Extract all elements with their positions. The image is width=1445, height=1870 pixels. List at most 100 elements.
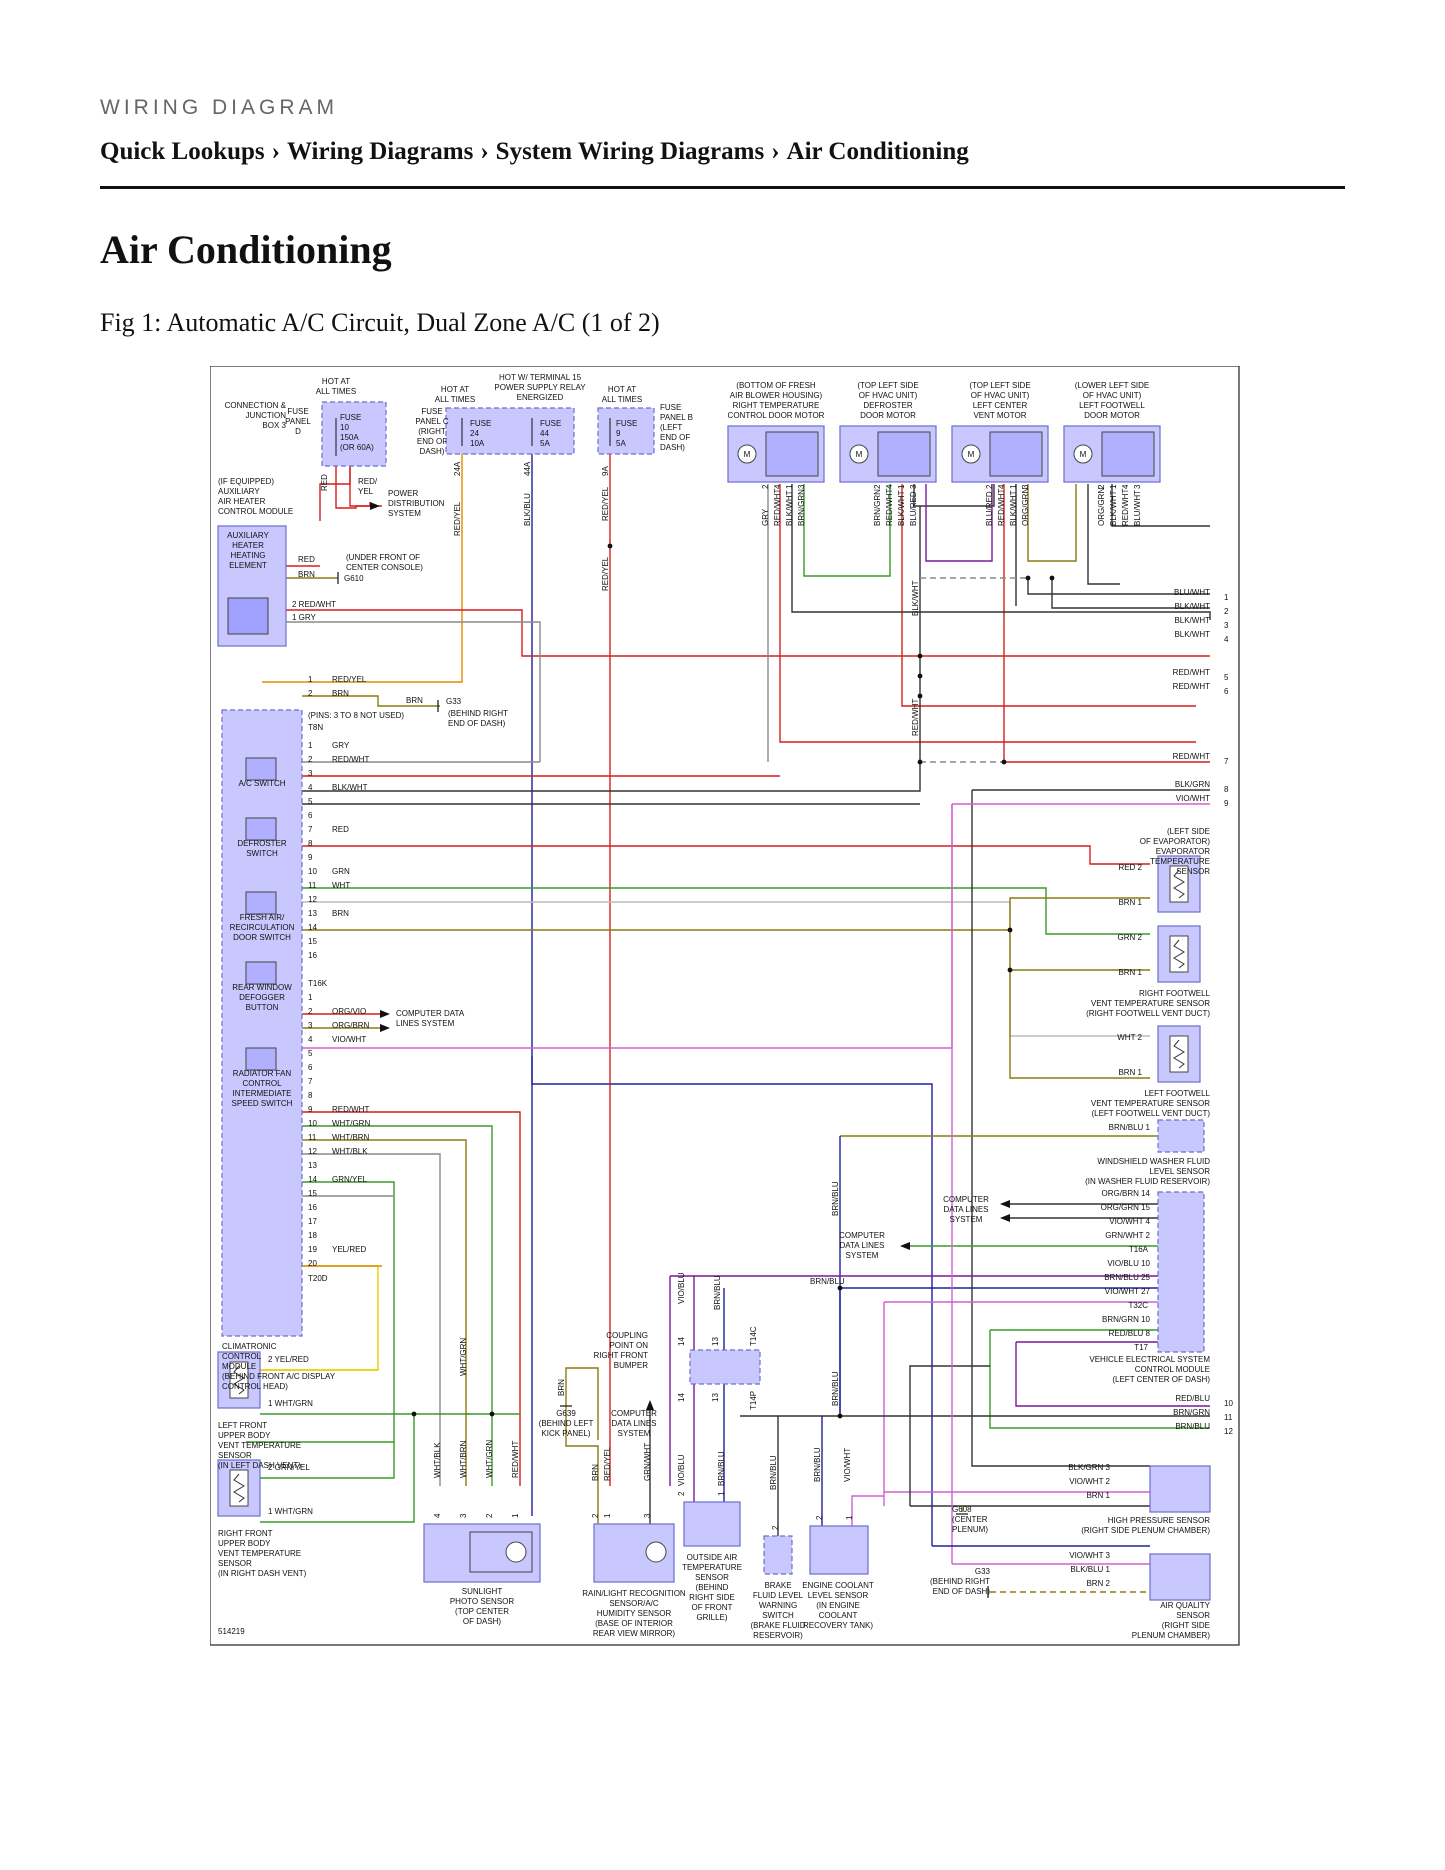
motor-letter: M bbox=[744, 450, 751, 459]
label: (LEFT SIDE bbox=[1167, 827, 1210, 836]
wire bbox=[1009, 970, 1150, 1079]
label: SENSOR bbox=[695, 1573, 729, 1582]
label: PANEL C bbox=[415, 417, 449, 426]
figure-id: 514219 bbox=[218, 1627, 245, 1636]
label: VENT TEMPERATURE SENSOR bbox=[1091, 1099, 1210, 1108]
label: BOX 3 bbox=[262, 421, 286, 430]
label: 12 bbox=[1224, 1427, 1233, 1436]
label: 4 bbox=[308, 1035, 313, 1044]
breadcrumb-system-wiring-diagrams[interactable]: System Wiring Diagrams bbox=[495, 138, 765, 165]
label: 2 bbox=[308, 689, 313, 698]
label: VENT TEMPERATURE SENSOR bbox=[1091, 999, 1210, 1008]
breadcrumb-wiring-diagrams[interactable]: Wiring Diagrams bbox=[287, 138, 474, 165]
label: VIO/WHT bbox=[843, 1448, 852, 1482]
label: RED/WHT bbox=[1173, 752, 1210, 761]
label: (RIGHT FOOTWELL VENT DUCT) bbox=[1086, 1009, 1210, 1018]
label: CONNECTION & bbox=[225, 401, 287, 410]
wire-wht-grn bbox=[302, 1125, 493, 1486]
label: BLU/RED bbox=[985, 491, 994, 526]
wire bbox=[1087, 484, 1120, 585]
label: ENGINE COOLANT bbox=[802, 1581, 874, 1590]
label: END OF bbox=[417, 437, 447, 446]
label: WHT/BRN bbox=[459, 1440, 468, 1478]
label: BLK/WHT bbox=[911, 580, 920, 616]
label: 5 bbox=[308, 797, 313, 806]
wire-blu-wht bbox=[1111, 484, 1210, 527]
label: OF EVAPORATOR) bbox=[1140, 837, 1211, 846]
wire-red bbox=[335, 466, 357, 509]
fuse-panel-c bbox=[445, 407, 575, 455]
label: 3 bbox=[797, 484, 806, 489]
coolant-level-sensor bbox=[809, 1525, 869, 1575]
label: WHT/BRN bbox=[332, 1133, 370, 1142]
splice-dot bbox=[837, 1285, 843, 1291]
label: 14 bbox=[677, 1337, 686, 1346]
wire-red-wht-t20 bbox=[302, 1111, 521, 1486]
label: VIO/BLU 10 bbox=[1107, 1259, 1150, 1268]
label: 1 bbox=[1009, 484, 1018, 489]
label: FUSE bbox=[660, 403, 681, 412]
label: DATA LINES bbox=[611, 1419, 656, 1428]
label: CONTROL MODULE bbox=[218, 507, 293, 516]
label: RIGHT FOOTWELL bbox=[1139, 989, 1211, 998]
label: HEATING bbox=[231, 551, 266, 560]
label: SPEED SWITCH bbox=[232, 1099, 293, 1108]
label: VENT TEMPERATURE bbox=[218, 1441, 301, 1450]
label: 2 bbox=[873, 484, 882, 489]
wire bbox=[565, 1367, 599, 1440]
label: 1 WHT/GRN bbox=[268, 1399, 313, 1408]
label: LEFT FOOTWELL bbox=[1079, 401, 1145, 410]
label: RIGHT SIDE bbox=[689, 1593, 735, 1602]
breadcrumb: Quick Lookups›Wiring Diagrams›System Wir… bbox=[100, 138, 969, 166]
label: CENTER CONSOLE) bbox=[346, 563, 423, 572]
breadcrumb-separator: › bbox=[271, 138, 280, 165]
label: RIGHT TEMPERATURE bbox=[733, 401, 820, 410]
label: BLK/GRN bbox=[1175, 780, 1210, 789]
label: RED/BLU bbox=[1175, 1394, 1210, 1403]
label: PANEL B bbox=[660, 413, 693, 422]
label: 24 bbox=[470, 429, 479, 438]
label: PHOTO SENSOR bbox=[450, 1597, 515, 1606]
label: GRN bbox=[332, 867, 350, 876]
radiator-fan-switch bbox=[245, 1047, 277, 1071]
label: DATA LINES bbox=[839, 1241, 884, 1250]
breadcrumb-quick-lookups[interactable]: Quick Lookups bbox=[100, 138, 265, 165]
thermistor-symbol bbox=[1173, 1039, 1185, 1069]
label: BLK/WHT bbox=[897, 490, 906, 526]
label: SUNLIGHT bbox=[462, 1587, 503, 1596]
label: 2 bbox=[485, 1513, 494, 1518]
label: HOT AT bbox=[322, 377, 350, 386]
label: 9 bbox=[1224, 799, 1229, 808]
label: BLU/WHT bbox=[1133, 490, 1142, 526]
splice-dot bbox=[411, 1411, 417, 1417]
label: 12 bbox=[308, 1147, 317, 1156]
label: BUMPER bbox=[614, 1361, 648, 1370]
label: TEMPERATURE bbox=[682, 1563, 742, 1572]
label: AIR BLOWER HOUSING) bbox=[730, 391, 823, 400]
label: BLK/GRN 3 bbox=[1068, 1463, 1110, 1472]
wire bbox=[531, 1056, 933, 1546]
label: RED/YEL bbox=[601, 556, 610, 591]
label: CONTROL HEAD) bbox=[222, 1382, 288, 1391]
label: SENSOR/A/C bbox=[609, 1599, 659, 1608]
thermistor-symbol bbox=[233, 1365, 245, 1395]
label: 13 bbox=[308, 1161, 317, 1170]
wire-wht-blk bbox=[302, 1153, 441, 1486]
coupling-point bbox=[689, 1349, 761, 1385]
label: HIGH PRESSURE SENSOR bbox=[1108, 1516, 1210, 1525]
label: 18 bbox=[308, 1231, 317, 1240]
label: 2 bbox=[1224, 607, 1229, 616]
label: 4 bbox=[773, 484, 782, 489]
splice-dot bbox=[1049, 575, 1055, 581]
label: 2 bbox=[591, 1513, 600, 1518]
label: VIO/WHT 27 bbox=[1105, 1287, 1151, 1296]
label: 1 bbox=[717, 1491, 726, 1496]
label: 2 RED/WHT bbox=[292, 600, 336, 609]
label: RED/ bbox=[358, 477, 378, 486]
label: JUNCTION bbox=[246, 411, 287, 420]
label: (RIGHT bbox=[418, 427, 446, 436]
label: 9A bbox=[601, 466, 610, 476]
label: BRN/BLU bbox=[810, 1277, 845, 1286]
label: FRESH AIR/ bbox=[240, 913, 285, 922]
wire-brn bbox=[302, 695, 440, 707]
